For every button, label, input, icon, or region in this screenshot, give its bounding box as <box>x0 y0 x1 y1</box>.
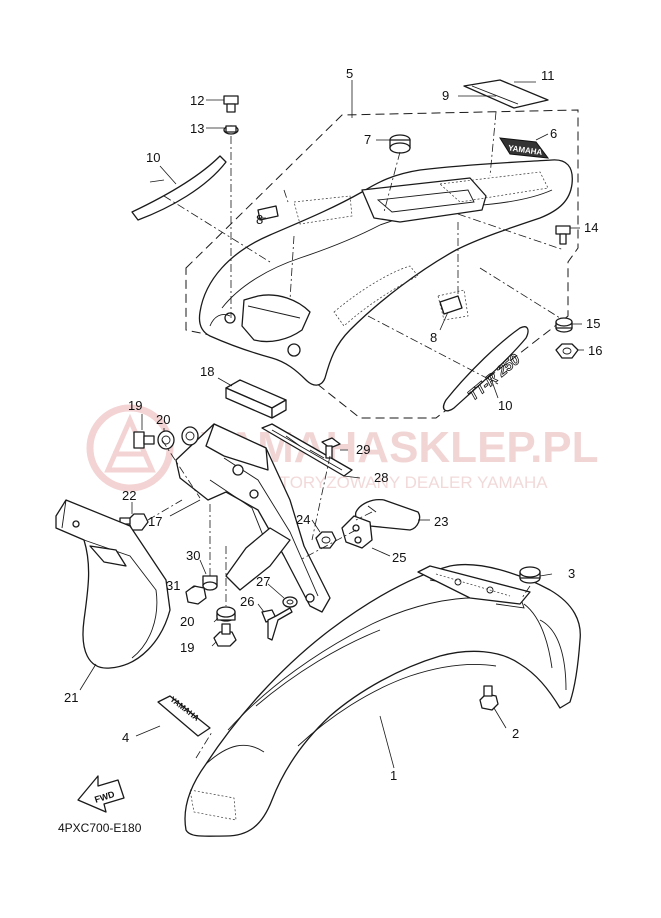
mudflap-21 <box>55 499 171 669</box>
washer-15 <box>555 317 573 333</box>
rear-cover-assembly <box>198 159 573 386</box>
label-2: 2 <box>512 726 519 741</box>
label-8-right: 8 <box>430 330 437 345</box>
label-26: 26 <box>240 594 254 609</box>
rear-fender-1 <box>184 563 581 837</box>
assembly-boundary <box>185 109 579 419</box>
fwd-arrow: FWD <box>77 775 125 813</box>
part-9-11-strip <box>463 79 549 109</box>
strip-11 <box>463 79 549 109</box>
label-21: 21 <box>64 690 78 705</box>
nut-24 <box>315 531 337 549</box>
rivet-26 <box>261 607 293 641</box>
grommet-3 <box>519 566 541 584</box>
label-28: 28 <box>374 470 388 485</box>
label-5: 5 <box>346 66 353 81</box>
label-23: 23 <box>434 514 448 529</box>
decal-6: YAMAHA <box>499 137 550 159</box>
label-8-left: 8 <box>256 212 263 227</box>
label-14: 14 <box>584 220 598 235</box>
pad-8-right <box>439 295 463 315</box>
grommet-20-upper <box>157 430 175 450</box>
label-15: 15 <box>586 316 600 331</box>
label-29: 29 <box>356 442 370 457</box>
grommet-20-lower <box>216 606 236 622</box>
washer-13 <box>223 125 239 135</box>
diagram-code: 4PXC700-E180 <box>58 821 142 835</box>
nut-31 <box>185 585 207 605</box>
screw-14 <box>555 225 571 245</box>
label-19-lower: 19 <box>180 640 194 655</box>
label-20-upper: 20 <box>156 412 170 427</box>
seat-recess <box>361 177 487 223</box>
label-9: 9 <box>442 88 449 103</box>
label-12: 12 <box>190 93 204 108</box>
bolt-12 <box>223 95 239 113</box>
label-17: 17 <box>148 514 162 529</box>
bracket-28 <box>261 423 353 477</box>
bolt-19-upper <box>133 431 155 449</box>
stay-17 <box>175 423 331 613</box>
label-3: 3 <box>568 566 575 581</box>
label-30: 30 <box>186 548 200 563</box>
watermark-subtitle: AUTORYZOWANY DEALER YAMAHA <box>256 473 548 492</box>
foam-18 <box>225 379 287 419</box>
bolt-19-lower <box>213 623 237 647</box>
collar-near-17 <box>181 426 199 446</box>
rear-window <box>241 294 311 343</box>
side-decal-zone <box>333 265 419 327</box>
label-10-upper: 10 <box>146 150 160 165</box>
part-labels: 5 11 9 6 7 12 13 10 8 14 15 16 8 10 18 1… <box>64 66 602 783</box>
clip-29 <box>321 437 341 459</box>
label-31: 31 <box>166 578 180 593</box>
label-19-upper: 19 <box>128 398 142 413</box>
label-6: 6 <box>550 126 557 141</box>
nut-16 <box>555 343 579 359</box>
strip-10-upper <box>131 155 227 221</box>
decal-10-model: TT-R 250 <box>442 326 529 412</box>
label-16: 16 <box>588 343 602 358</box>
label-4: 4 <box>122 730 129 745</box>
washer-27 <box>282 596 298 608</box>
pad-8-left <box>257 205 279 221</box>
bolt-2 <box>479 685 499 711</box>
label-18: 18 <box>200 364 214 379</box>
bracket-25 <box>341 515 373 549</box>
label-22: 22 <box>122 488 136 503</box>
leader-lines <box>79 80 584 769</box>
label-10-lower: 10 <box>498 398 512 413</box>
label-11: 11 <box>541 68 555 83</box>
label-20-lower: 20 <box>180 614 194 629</box>
label-13: 13 <box>190 121 204 136</box>
grommet-7 <box>389 134 411 154</box>
label-1: 1 <box>390 768 397 783</box>
label-25: 25 <box>392 550 406 565</box>
decal-4: YAMAHA <box>157 695 211 737</box>
label-24: 24 <box>296 512 310 527</box>
label-27: 27 <box>256 574 270 589</box>
collar-30 <box>202 575 218 591</box>
label-7: 7 <box>364 132 371 147</box>
